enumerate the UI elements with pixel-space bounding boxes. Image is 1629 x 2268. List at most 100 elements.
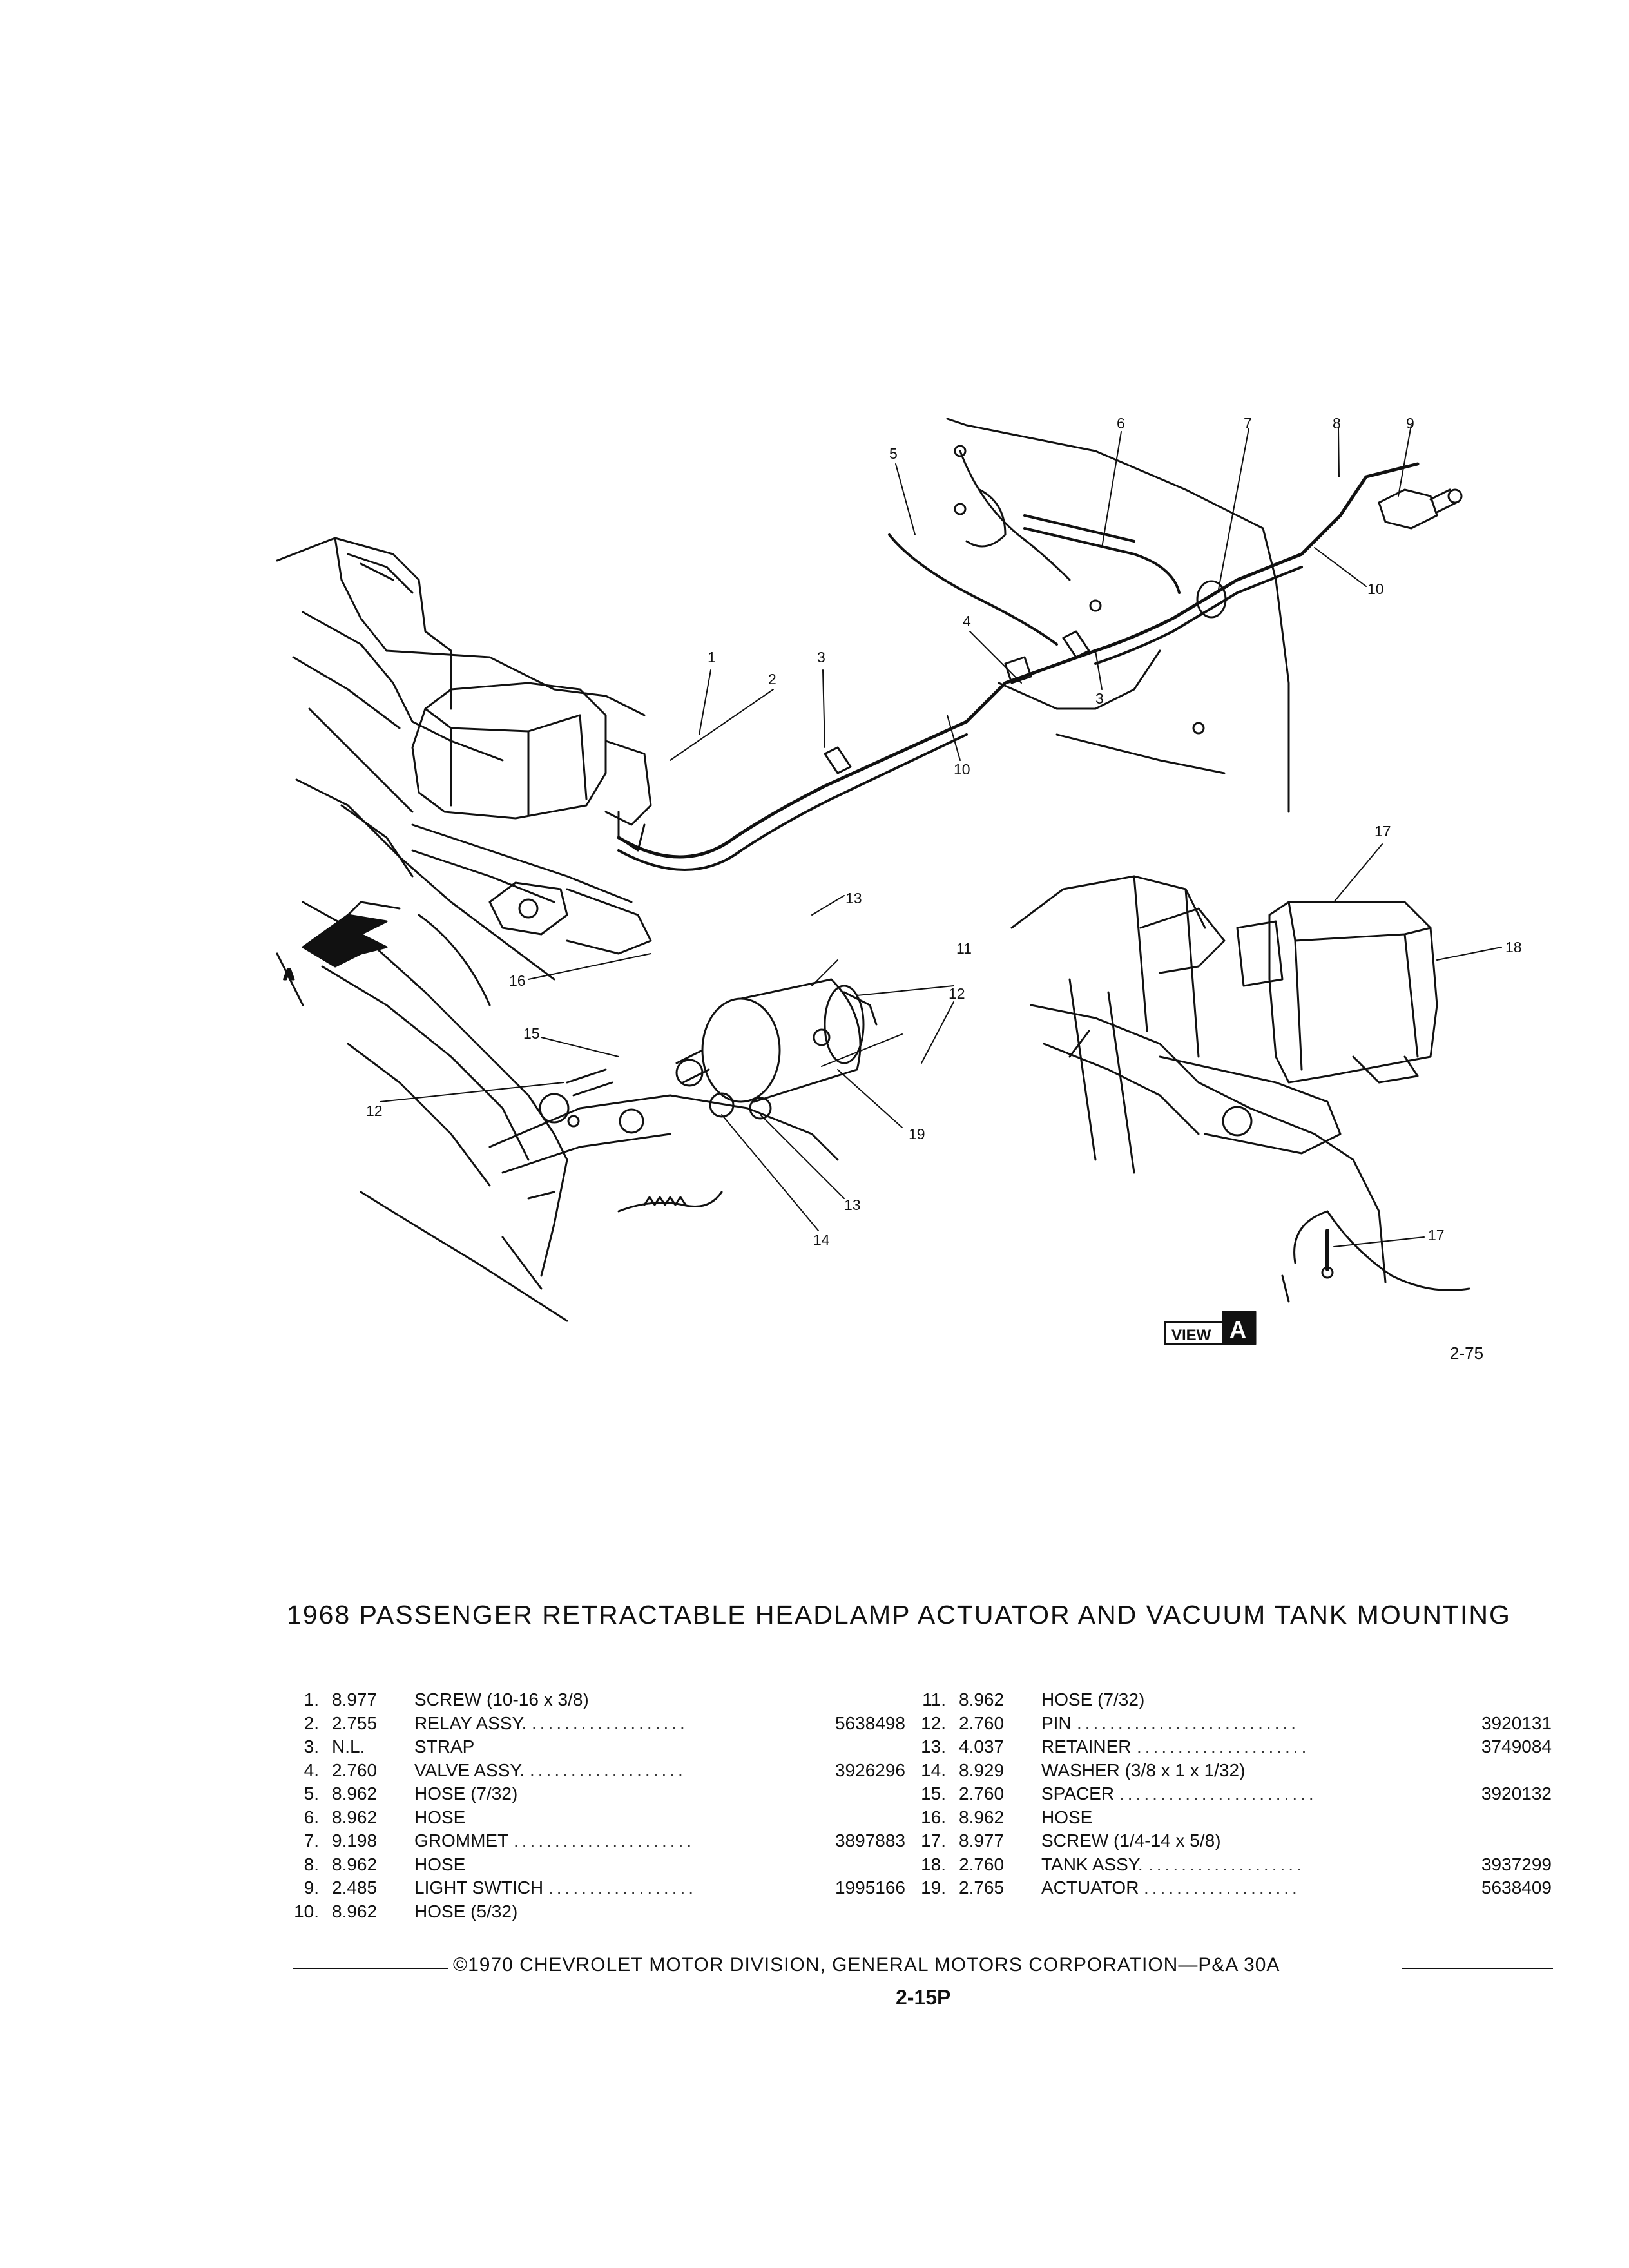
part-group-code: 8.962 — [332, 1783, 378, 1803]
engine-compartment-outline — [276, 537, 646, 1322]
figure-number: 2-75 — [1450, 1343, 1484, 1363]
callout-3a: 3 — [817, 649, 825, 666]
part-number: 3937299 — [1481, 1854, 1552, 1874]
callout-11: 11 — [956, 940, 972, 957]
hose-run — [617, 462, 1420, 871]
part-item-number: 7. — [304, 1831, 319, 1850]
part-number: 3926296 — [834, 1760, 905, 1780]
part-group-code: 2.485 — [332, 1878, 378, 1898]
part-description: PIN — [1041, 1713, 1072, 1733]
part-description: HOSE — [1041, 1807, 1093, 1827]
part-description: GROMMET — [414, 1831, 509, 1850]
view-box-label: VIEW — [1171, 1327, 1211, 1344]
dot-leader: .................. — [548, 1878, 697, 1898]
part-number: 3920132 — [1481, 1783, 1552, 1803]
part-group-code: 8.962 — [332, 1854, 378, 1874]
dot-leader: ................... — [1144, 1878, 1300, 1898]
firewall-panel — [946, 418, 1290, 813]
part-number: 1995166 — [834, 1878, 905, 1898]
parts-list-right: 11. 8.962 HOSE (7/32) 12. 2.760 PIN 3920131...… — [920, 1689, 1552, 1901]
part-group-code: 2.765 — [959, 1878, 1005, 1898]
callout-4: 4 — [963, 613, 971, 629]
part-item-number: 6. — [304, 1807, 319, 1827]
callout-10a: 10 — [1367, 581, 1384, 597]
dot-leader: ........................ — [1119, 1783, 1317, 1803]
parts-row: 12. 2.760 PIN 3920131......................… — [920, 1713, 1552, 1737]
mounting-bracket — [411, 823, 652, 955]
part-group-code: 2.760 — [959, 1854, 1005, 1874]
callout-13a: 13 — [845, 890, 862, 907]
footer-rule-left — [293, 1968, 448, 1969]
part-description: HOSE — [414, 1854, 466, 1874]
callout-2: 2 — [768, 671, 776, 687]
part-description: VALVE ASSY. — [414, 1760, 525, 1780]
parts-row: 11. 8.962 HOSE (7/32) — [920, 1689, 1552, 1713]
part-item-number: 11. — [922, 1689, 946, 1709]
view-box-letter: A — [1229, 1316, 1246, 1343]
part-description: RELAY ASSY. — [414, 1713, 527, 1733]
part-item-number: 15. — [921, 1783, 946, 1803]
part-description: HOSE (7/32) — [1041, 1689, 1145, 1709]
callout-13b: 13 — [844, 1196, 861, 1213]
part-description: RETAINER — [1041, 1736, 1132, 1756]
part-group-code: 8.962 — [959, 1807, 1005, 1827]
part-item-number: 16. — [921, 1807, 946, 1827]
part-description: HOSE — [414, 1807, 466, 1827]
footer-text: ©1970 CHEVROLET MOTOR DIVISION, GENERAL … — [453, 1954, 1280, 1975]
part-item-number: 18. — [921, 1854, 946, 1874]
parts-row: 19. 2.765 ACTUATOR 5638409.................… — [920, 1878, 1552, 1901]
light-switch — [1378, 488, 1463, 530]
part-item-number: 3. — [304, 1736, 319, 1756]
dot-leader: ..................... — [1137, 1736, 1310, 1756]
part-description: HOSE (5/32) — [414, 1901, 518, 1921]
view-a-box — [1164, 1311, 1257, 1345]
part-description: SPACER — [1041, 1783, 1115, 1803]
part-group-code: 8.977 — [959, 1831, 1005, 1850]
callout-17a: 17 — [1374, 823, 1391, 840]
part-description: WASHER (3/8 x 1 x 1/32) — [1041, 1760, 1246, 1780]
part-item-number: 12. — [921, 1713, 946, 1733]
part-item-number: 19. — [921, 1878, 946, 1898]
callout-15: 15 — [523, 1025, 540, 1042]
part-number: 5638409 — [1481, 1878, 1552, 1898]
part-number: 5638498 — [834, 1713, 905, 1733]
part-group-code: 9.198 — [332, 1831, 378, 1850]
callout-7: 7 — [1244, 415, 1252, 432]
part-number: 3920131 — [1481, 1713, 1552, 1733]
callout-17b: 17 — [1428, 1227, 1445, 1244]
parts-row: 16. 8.962 HOSE — [920, 1807, 1552, 1831]
part-group-code: 8.962 — [959, 1689, 1005, 1709]
view-a-inset — [1010, 875, 1470, 1303]
dot-leader: ........................... — [1077, 1713, 1300, 1733]
page-title: 1968 PASSENGER RETRACTABLE HEADLAMP ACTU… — [287, 1600, 1511, 1629]
part-group-code: 2.760 — [959, 1713, 1005, 1733]
part-item-number: 1. — [304, 1689, 319, 1709]
part-description: ACTUATOR — [1041, 1878, 1139, 1898]
part-description: LIGHT SWTICH — [414, 1878, 544, 1898]
part-group-code: 8.962 — [332, 1901, 378, 1921]
part-group-code: 2.760 — [332, 1760, 378, 1780]
part-number: 3749084 — [1481, 1736, 1552, 1756]
callout-12a: 12 — [949, 985, 965, 1002]
callout-9: 9 — [1406, 415, 1414, 432]
page-number: 2-15P — [896, 1986, 951, 2009]
callout-3b: 3 — [1095, 690, 1104, 707]
callout-6: 6 — [1117, 415, 1125, 432]
callout-18: 18 — [1505, 939, 1522, 956]
part-group-code: N.L. — [332, 1736, 365, 1756]
part-group-code: 2.760 — [959, 1783, 1005, 1803]
copyright-footer: ©1970 CHEVROLET MOTOR DIVISION, GENERAL … — [293, 1952, 1553, 1978]
view-a-arrow-letter: A — [284, 966, 294, 983]
part-group-code: 2.755 — [332, 1713, 378, 1733]
